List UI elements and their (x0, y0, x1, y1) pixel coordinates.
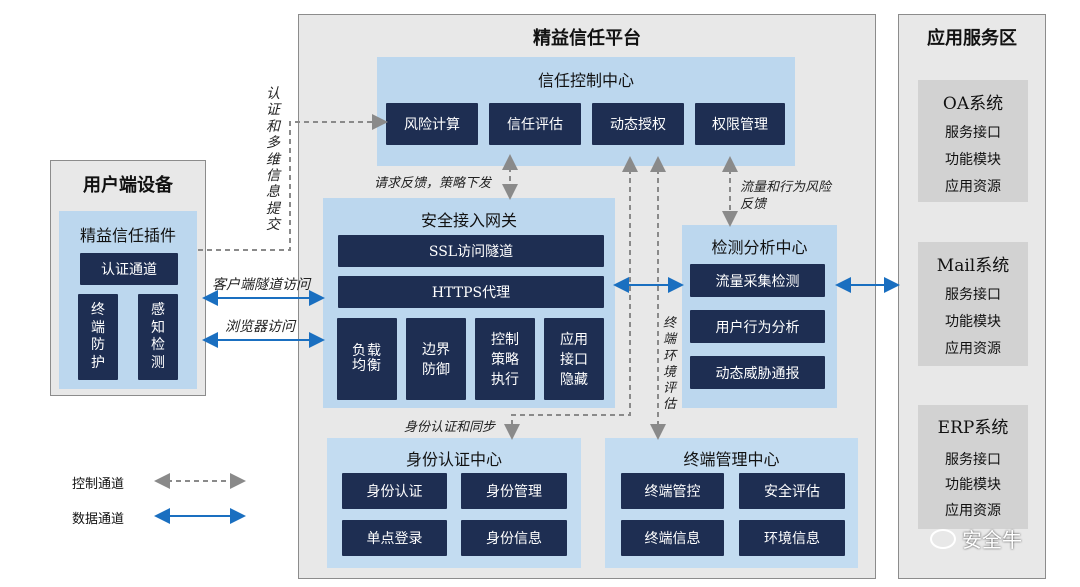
request-feedback-label: 请求反馈，策略下发 (374, 176, 492, 191)
oa-line-3: 应用资源 (945, 179, 1001, 195)
plugin-title: 精益信任插件 (79, 226, 176, 245)
erp-system-box[interactable] (918, 405, 1028, 529)
mail-line-3: 应用资源 (945, 341, 1001, 357)
client-tunnel-label: 客户端隧道访问 (212, 277, 310, 293)
services-title: 应用服务区 (927, 28, 1017, 49)
trust-eval-box[interactable]: 信任评估 (489, 103, 581, 145)
identity-sync-label: 身份认证和同步 (404, 420, 496, 435)
trust-center-title: 信任控制中心 (537, 71, 634, 90)
legend-control-label: 控制通道 (72, 477, 125, 492)
traffic-feedback-label: 流量和行为风险反馈 (740, 180, 836, 214)
sso-box[interactable]: 单点登录 (342, 520, 447, 556)
browser-access-label: 浏览器访问 (225, 319, 295, 335)
load-balance-label: 负载均衡 (352, 343, 382, 374)
detect-center-title: 检测分析中心 (711, 238, 808, 257)
load-balance-box[interactable]: 负载均衡 (337, 318, 397, 400)
boundary-defense-box[interactable]: 边界防御 (406, 318, 466, 400)
erp-system-title: ERP系统 (937, 418, 1009, 438)
identity-auth-box[interactable]: 身份认证 (342, 473, 447, 509)
erp-line-1: 服务接口 (945, 452, 1001, 468)
mail-line-2: 功能模块 (945, 314, 1001, 330)
oa-system-title: OA系统 (942, 94, 1004, 114)
identity-info-box[interactable]: 身份信息 (461, 520, 567, 556)
endpoint-center-title: 终端管理中心 (683, 450, 780, 469)
platform-title: 精益信任平台 (533, 28, 641, 49)
identity-mgmt-box[interactable]: 身份管理 (461, 473, 567, 509)
endpoint-protect-box[interactable]: 终端防护 (78, 294, 118, 380)
mail-system-box[interactable] (918, 242, 1028, 366)
oa-system-box[interactable] (918, 80, 1028, 202)
watermark: 安全牛 (930, 524, 1022, 553)
mail-line-1: 服务接口 (945, 287, 1001, 303)
endpoint-info-box[interactable]: 终端信息 (621, 520, 724, 556)
auth-channel-box[interactable]: 认证通道 (80, 253, 178, 285)
endpoint-eval-label: 终端环境评估 (663, 316, 677, 413)
risk-calc-box[interactable]: 风险计算 (386, 103, 478, 145)
gateway-title: 安全接入网关 (420, 211, 517, 230)
boundary-defense-label: 边界防御 (422, 342, 450, 378)
identity-center-title: 身份认证中心 (405, 450, 502, 469)
permission-mgmt-box[interactable]: 权限管理 (695, 103, 785, 145)
oa-line-1: 服务接口 (945, 125, 1001, 141)
erp-line-2: 功能模块 (945, 477, 1001, 493)
oa-line-2: 功能模块 (945, 152, 1001, 168)
threat-report-box[interactable]: 动态威胁通报 (690, 356, 825, 389)
legend-data-label: 数据通道 (72, 512, 125, 527)
security-eval-box[interactable]: 安全评估 (739, 473, 845, 509)
sense-detect-box[interactable]: 感知检测 (138, 294, 178, 380)
mail-system-title: Mail系统 (936, 256, 1010, 276)
auth-submit-connector (198, 114, 388, 251)
traffic-feedback-text: 流量和行为风险反馈 (740, 180, 832, 212)
identity-sync-connector (504, 156, 638, 440)
erp-line-3: 应用资源 (945, 503, 1001, 519)
sense-detect-label: 感知检测 (151, 302, 165, 371)
watermark-text: 安全牛 (962, 528, 1022, 552)
endpoint-protect-label: 终端防护 (91, 302, 105, 371)
endpoint-control-box[interactable]: 终端管控 (621, 473, 724, 509)
auth-submit-label: 认证和多维信息提交 (266, 86, 280, 233)
wechat-icon (930, 528, 956, 549)
traffic-detect-box[interactable]: 流量采集检测 (690, 264, 825, 297)
env-info-box[interactable]: 环境信息 (739, 520, 845, 556)
client-title: 用户端设备 (83, 175, 173, 196)
behavior-analysis-box[interactable]: 用户行为分析 (690, 310, 825, 343)
dynamic-auth-box[interactable]: 动态授权 (592, 103, 684, 145)
